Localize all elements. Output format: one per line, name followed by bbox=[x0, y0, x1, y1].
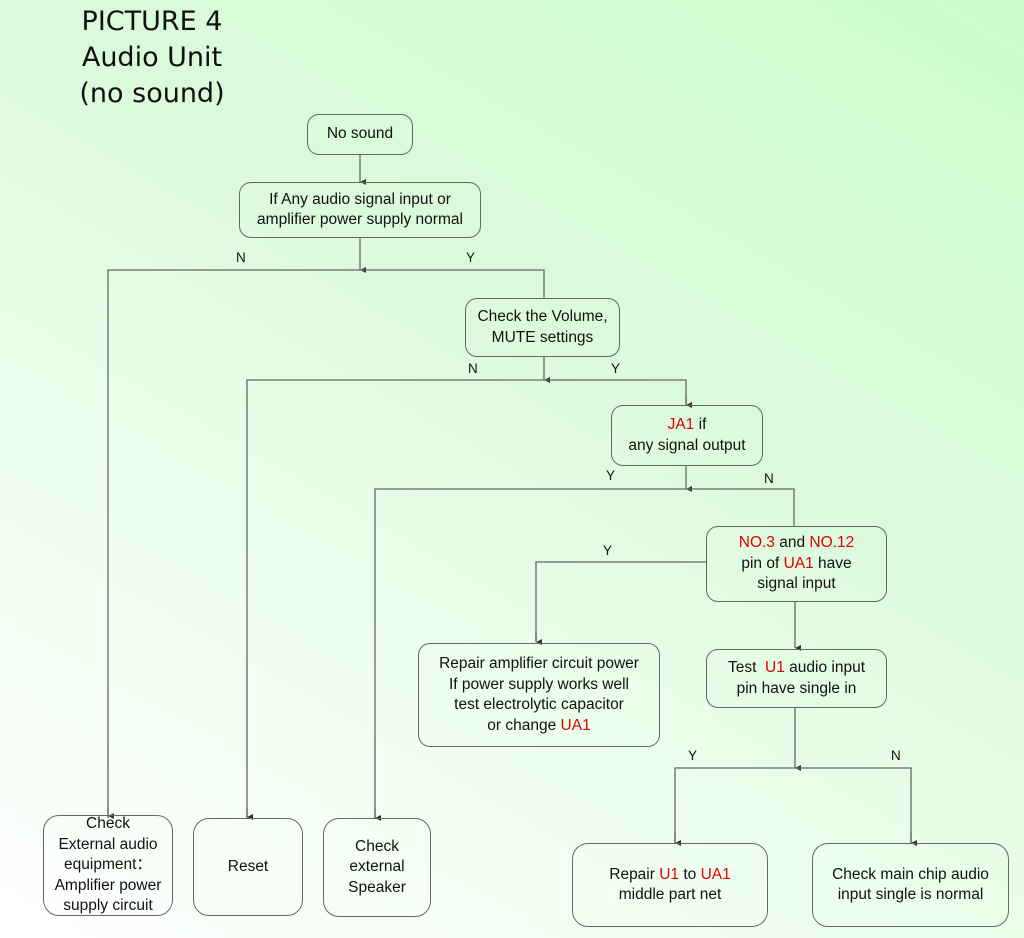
label-u1-no: N bbox=[891, 748, 901, 763]
label-volume-yes: Y bbox=[611, 361, 621, 376]
title-line-2: Audio Unit bbox=[81, 42, 223, 73]
edge-ja1-branches bbox=[374, 488, 795, 818]
title-line-1: PICTURE 4 bbox=[81, 6, 223, 37]
title-line-3: (no sound) bbox=[79, 78, 225, 109]
node-ua1-pins-check: NO.3 and NO.12 pin of UA1 have signal in… bbox=[706, 526, 887, 602]
edge-volume-branches bbox=[246, 379, 687, 818]
node-repair-u1-ua1: Repair U1 to UA1 middle part net bbox=[572, 843, 768, 927]
node-check-main-chip: Check main chip audio input single is no… bbox=[812, 843, 1009, 927]
node-check-external-speaker: Check external Speaker bbox=[323, 818, 431, 917]
node-repair-amp-power: Repair amplifier circuit power If power … bbox=[418, 643, 660, 747]
node-test-u1-input: Test U1 audio input pin have single in bbox=[706, 649, 887, 708]
label-audio-no: N bbox=[236, 250, 246, 265]
label-u1-yes: Y bbox=[688, 748, 698, 763]
node-check-external-audio: Check External audio equipment： Amplifie… bbox=[43, 815, 173, 916]
label-volume-no: N bbox=[468, 361, 478, 376]
label-ja1-no: N bbox=[764, 471, 774, 486]
label-audio-yes: Y bbox=[466, 250, 476, 265]
node-audio-signal-check: If Any audio signal input or amplifier p… bbox=[239, 182, 481, 238]
node-no-sound: No sound bbox=[307, 114, 413, 155]
edge-u1-branches bbox=[674, 767, 912, 843]
edge-audio-branches bbox=[107, 269, 545, 818]
node-volume-mute-check: Check the Volume, MUTE settings bbox=[465, 298, 620, 357]
node-reset: Reset bbox=[193, 818, 303, 916]
node-ja1-check: JA1 if any signal output bbox=[611, 405, 763, 466]
page-title: PICTURE 4 Audio Unit (no sound) bbox=[62, 4, 242, 112]
label-ja1-yes: Y bbox=[606, 468, 616, 483]
label-ua1-yes: Y bbox=[603, 543, 613, 558]
edge-ua1-yes bbox=[535, 561, 706, 641]
